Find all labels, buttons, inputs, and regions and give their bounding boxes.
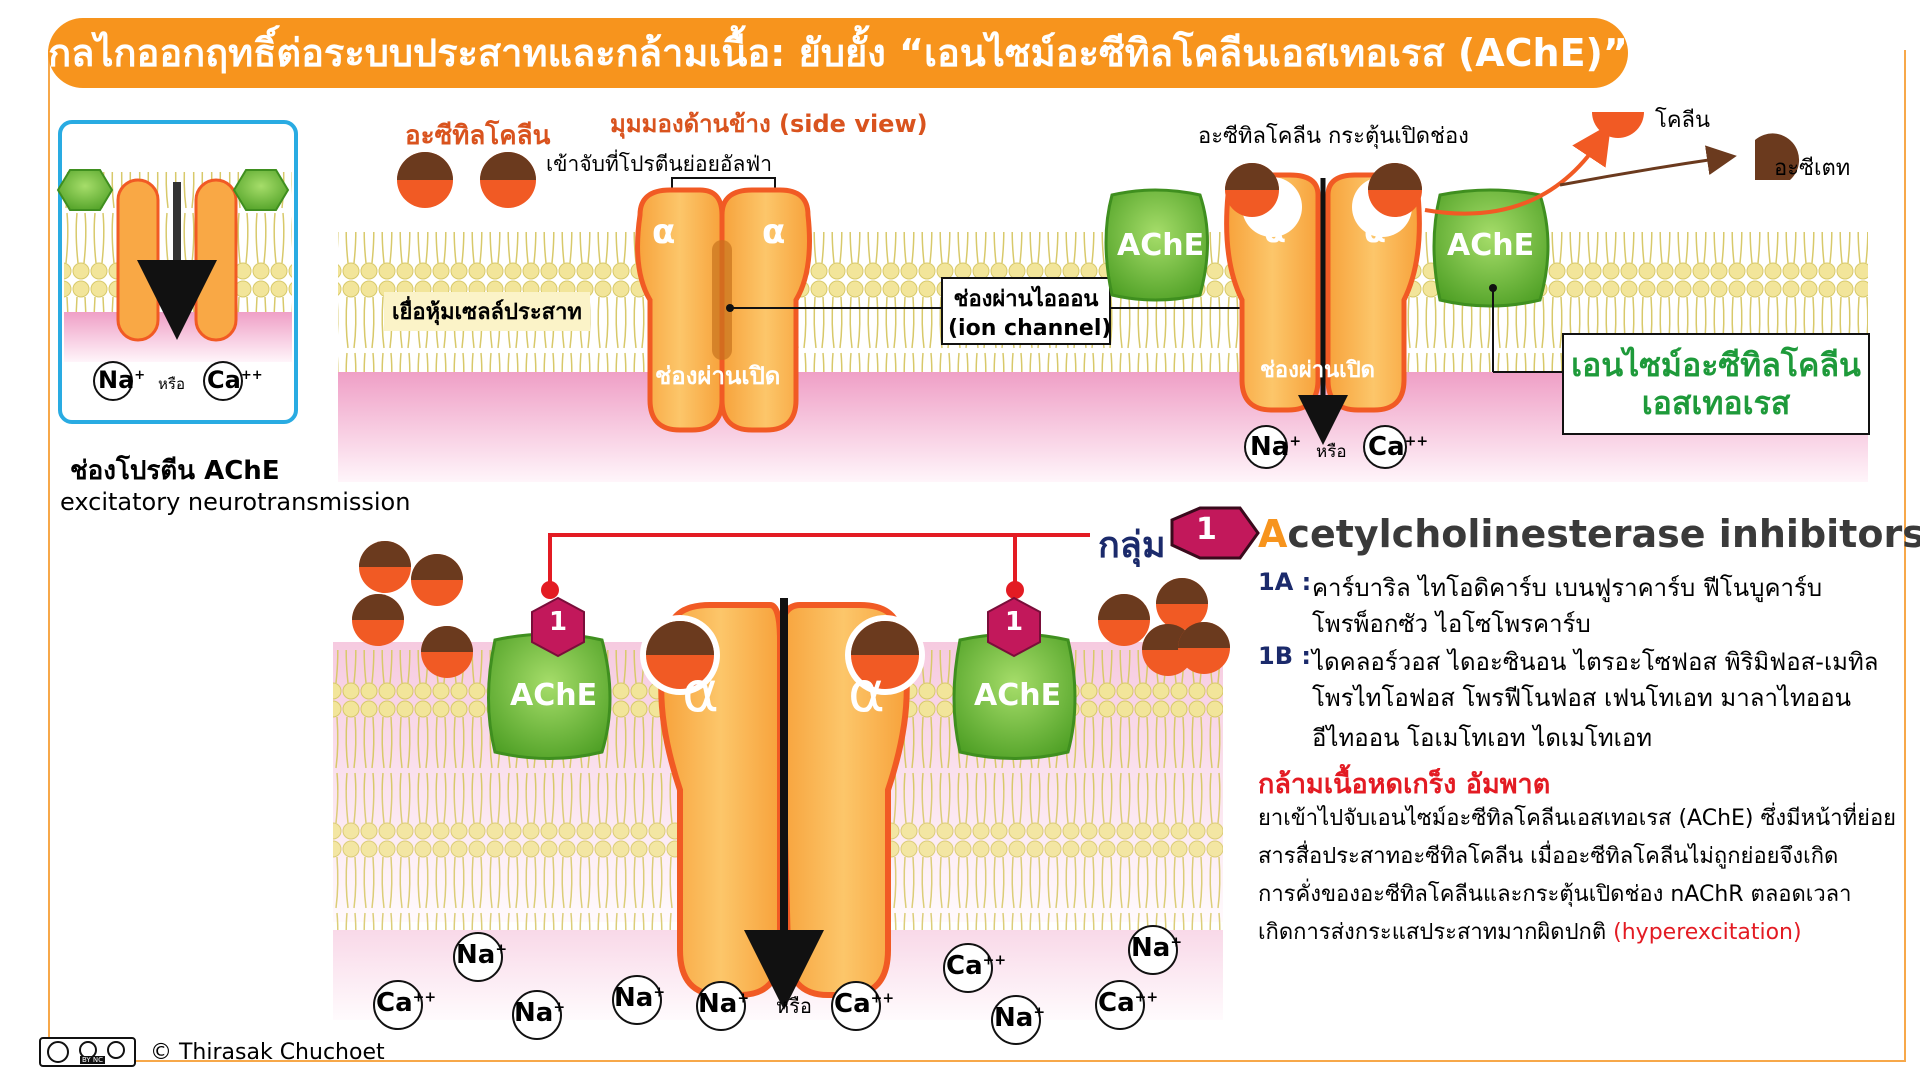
ca-ion-label: Ca++ xyxy=(376,988,437,1018)
alpha-label: α xyxy=(1364,212,1386,250)
subgroup-1b-line: อีไทออน โอเมโทเอท ไดเมโทเอท xyxy=(1312,724,1653,752)
top-ca-label: Ca++ xyxy=(1368,432,1429,462)
acetate-label: อะซีเตท xyxy=(1774,156,1851,181)
subgroup-1a-label: 1A : xyxy=(1258,568,1312,596)
ca-ion-label: Ca++ xyxy=(946,951,1007,981)
ach-opens-channel-label: อะซีทิลโคลีน กระตุ้นเปิดช่อง xyxy=(1198,124,1469,149)
inset-or-label: หรือ xyxy=(158,375,185,393)
inhibitor-badge-right xyxy=(987,596,1041,658)
bottom-ache-right xyxy=(952,596,1077,760)
description-line: เกิดการส่งกระแสประสาทมากผิดปกติ (hyperex… xyxy=(1258,920,1802,945)
group-prefix: กลุ่ม xyxy=(1098,525,1166,566)
top-na-label: Na+ xyxy=(1250,432,1302,462)
alpha-label: α xyxy=(682,660,719,725)
ache-name-label: เอนไซม์อะซีทิลโคลีนเอสเทอเรส xyxy=(1571,346,1861,422)
inset-ca-label: Ca++ xyxy=(207,366,263,394)
ache-label: AChE xyxy=(974,678,1062,713)
ach-molecule xyxy=(421,626,473,678)
ca-ion-label: Ca++ xyxy=(834,989,895,1019)
na-ion-label: Na+ xyxy=(456,940,508,970)
group-number: 1 xyxy=(1196,512,1217,547)
inhibitor-badge-left xyxy=(531,596,585,658)
alpha-label: α xyxy=(762,212,786,252)
inset-caption-subtitle: excitatory neurotransmission xyxy=(60,488,411,516)
alpha-label: α xyxy=(848,660,885,725)
alpha-label: α xyxy=(652,212,676,252)
ache-name-box xyxy=(1562,333,1870,435)
ache-label: AChE xyxy=(510,678,598,713)
inhibitor-badge-number: 1 xyxy=(549,607,568,637)
cc-badge-text: BY NC xyxy=(80,1056,106,1064)
inset-ache-left xyxy=(56,169,114,211)
inhibitor-badge-number: 1 xyxy=(1005,607,1024,637)
group-name: Acetylcholinesterase inhibitors xyxy=(1258,512,1920,556)
group-hex-badge xyxy=(1170,506,1260,560)
top-or-label: หรือ xyxy=(1316,442,1347,462)
ca-ion-label: Ca++ xyxy=(1098,988,1159,1018)
ion-channel-label: ช่องผ่านไอออน(ion channel) xyxy=(948,287,1112,341)
membrane-label: เยื่อหุ้มเซลล์ประสาท xyxy=(384,292,590,331)
description-line: สารสื่อประสาทอะซีทิลโคลีน เมื่ออะซีทิลโค… xyxy=(1258,844,1839,869)
ach-molecule xyxy=(1225,163,1279,217)
inset-channel-left xyxy=(116,178,160,342)
inset-ache-right xyxy=(232,169,290,211)
subgroup-1b-line: โพรไทโอฟอส โพรฟีโนฟอส เฟนโทเอท มาลาไทออน xyxy=(1312,684,1852,712)
subgroup-1a-line: คาร์บาริล ไทโอดิคาร์บ เบนฟูราคาร์บ ฟีโนบ… xyxy=(1312,574,1823,602)
page-title: กลไกออกฤทธิ์ต่อระบบประสาทและกล้ามเนื้อ: … xyxy=(48,18,1628,88)
na-ion-label: Na+ xyxy=(514,998,566,1028)
ach-molecule xyxy=(646,621,714,689)
inset-panel xyxy=(56,120,298,424)
acetate-shape xyxy=(1755,133,1800,180)
na-ion-label: Na+ xyxy=(698,989,750,1019)
ach-molecule xyxy=(1368,163,1422,217)
bottom-ion-circles xyxy=(373,925,1178,1045)
channel-pore xyxy=(712,240,732,360)
ache-label: AChE xyxy=(1447,228,1535,263)
credit-text: © Thirasak Chuchoet xyxy=(150,1040,385,1065)
ach-molecule xyxy=(851,621,919,689)
alpha-label: α xyxy=(1264,212,1286,250)
ach-molecule xyxy=(352,594,404,646)
na-ion-label: Na+ xyxy=(1131,933,1183,963)
subgroup-1b-line: ไดคลอร์วอส ไดอะซินอน ไตรอะโซฟอส พิริมิฟอ… xyxy=(1312,648,1879,676)
ach-molecule xyxy=(397,152,453,208)
top-acetylcholine-molecules xyxy=(397,152,536,208)
inset-na-label: Na+ xyxy=(98,366,146,394)
figure-frame xyxy=(48,50,1906,1062)
choline-label: โคลีน xyxy=(1655,108,1711,133)
bottom-or-label: หรือ xyxy=(776,994,812,1018)
ion-channel-callout-box xyxy=(941,277,1111,345)
binds-alpha-label: เข้าจับที่โปรตีนย่อยอัลฟ่า xyxy=(546,152,773,176)
channel-open-label: ช่องผ่านเปิด xyxy=(1260,358,1375,383)
ach-molecule xyxy=(1156,578,1208,630)
top-ion-channel-right xyxy=(1224,163,1422,445)
na-ion-label: Na+ xyxy=(614,983,666,1013)
ach-molecule xyxy=(359,541,411,593)
description-line: ยาเข้าไปจับเอนไซม์อะซีทิลโคลีนเอสเทอเรส … xyxy=(1258,806,1897,831)
ach-molecule xyxy=(1178,622,1230,674)
na-ion-label: Na+ xyxy=(994,1003,1046,1033)
symptom-label: กล้ามเนื้อหดเกร็ง อัมพาต xyxy=(1258,769,1551,800)
channel-open-label: ช่องผ่านเปิด xyxy=(655,362,781,390)
ach-molecule xyxy=(411,554,463,606)
inset-caption-title: ช่องโปรตีน AChE xyxy=(70,456,280,486)
choline-shape xyxy=(1592,112,1644,138)
bottom-acetylcholine-molecules xyxy=(352,541,1230,689)
top-ache-right xyxy=(1432,188,1550,308)
ach-molecule xyxy=(480,152,536,208)
side-view-label: มุมมองด้านข้าง (side view) xyxy=(610,110,928,138)
inset-channel-right xyxy=(194,178,238,342)
ache-label: AChE xyxy=(1117,228,1205,263)
description-line: การคั่งของอะซีทิลโคลีนและกระตุ้นเปิดช่อง… xyxy=(1258,882,1852,907)
top-acetylcholine-label: อะซีทิลโคลีน xyxy=(405,121,551,151)
ach-molecule xyxy=(1098,594,1150,646)
bottom-ache-left xyxy=(487,596,612,760)
top-ache-left xyxy=(1104,188,1209,302)
top-ion-channel-left xyxy=(635,187,812,433)
subgroup-1a-line: โพรพ็อกซัว ไอโซโพรคาร์บ xyxy=(1312,610,1591,638)
subgroup-1b-label: 1B : xyxy=(1258,642,1311,670)
